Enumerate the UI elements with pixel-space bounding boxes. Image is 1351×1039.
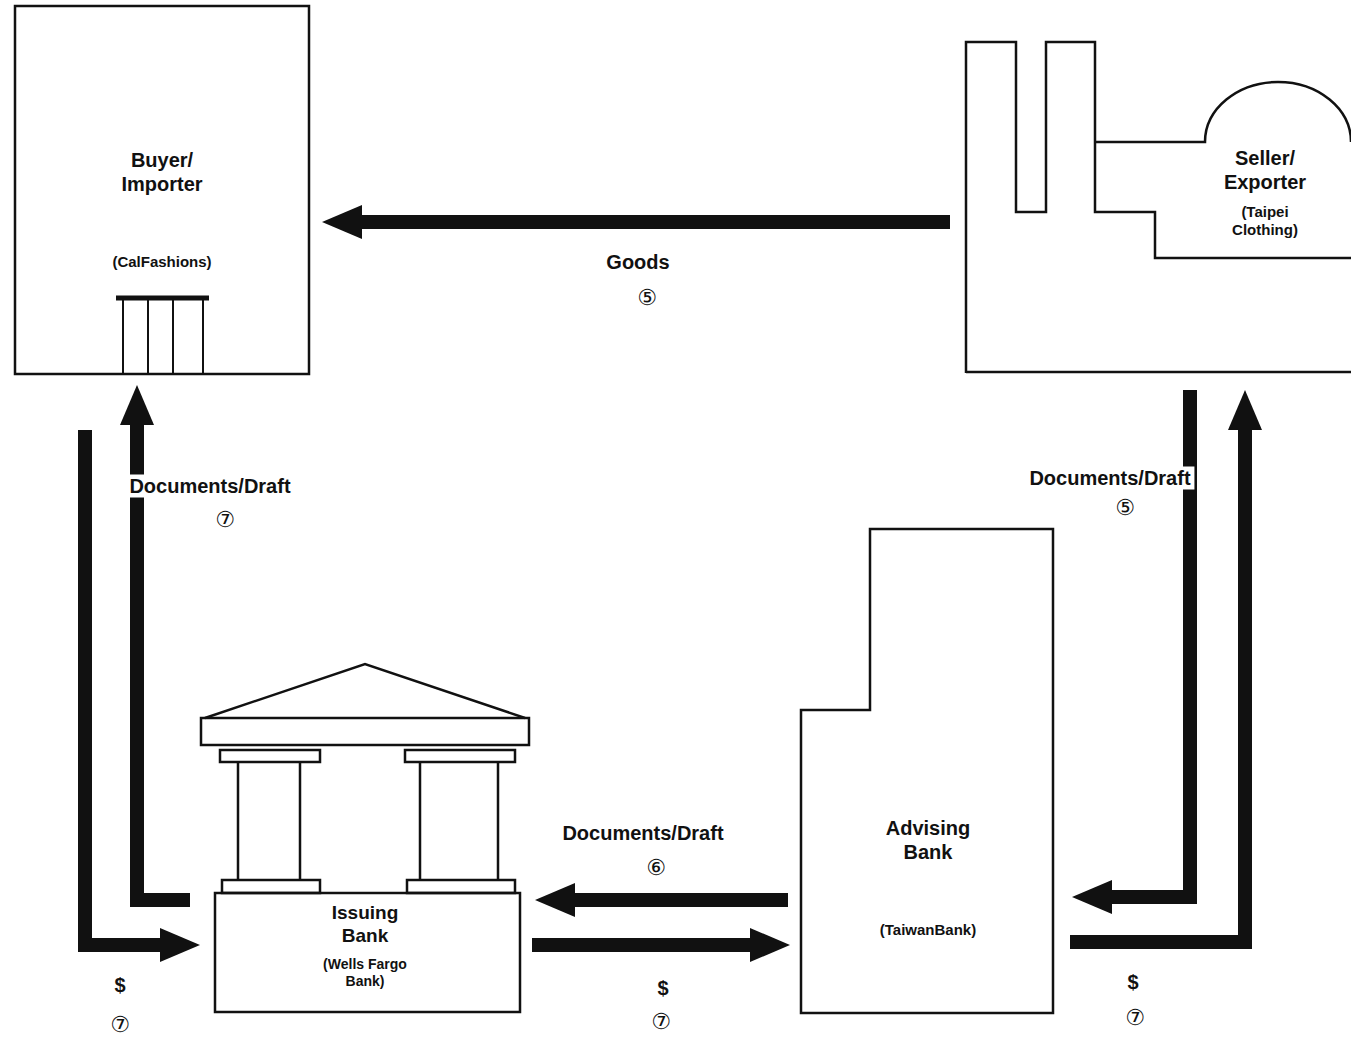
outline-stroke (116, 296, 209, 301)
arrow-head (750, 928, 790, 962)
arrow-shaft (360, 215, 950, 229)
outline-stroke (15, 6, 309, 374)
outline-stroke (966, 371, 1351, 374)
arrow-head (160, 928, 200, 962)
arrow-shaft (1070, 428, 1245, 942)
outline-stroke (801, 529, 1053, 1013)
node-subtitle: (Wells Fargo Bank) (310, 956, 420, 990)
outline-stroke (966, 42, 1351, 373)
outline-stroke (123, 298, 203, 373)
outline-stroke (420, 762, 498, 880)
outline-stroke (220, 750, 320, 762)
outline-stroke (205, 664, 525, 718)
outline-stroke (407, 880, 515, 893)
callout-number: ⑦ (108, 1013, 132, 1037)
outline-stroke (201, 718, 529, 745)
outline-stroke (215, 893, 520, 1012)
node-heading: Seller/ Exporter (1210, 146, 1320, 194)
flow-arrow (535, 883, 788, 917)
node-heading: Advising Bank (873, 816, 983, 864)
arrow-shaft (573, 893, 788, 907)
node-subtitle: (TaiwanBank) (863, 921, 993, 939)
node-subtitle: (CalFashions) (62, 253, 262, 271)
callout-number: ⑦ (1123, 1006, 1147, 1030)
node-heading: Issuing Bank (315, 902, 415, 948)
flow-label: Documents/Draft (558, 822, 727, 845)
arrow-head (120, 385, 154, 425)
advising-bank-building: Advising Bank (TaiwanBank) (800, 528, 1054, 1014)
callout-number: ⑦ (213, 508, 237, 532)
issuing-bank-building: Issuing Bank (Wells Fargo Bank) (200, 662, 530, 1014)
buyer-building: Buyer/ Importer (CalFashions) (14, 5, 310, 375)
flow-label: $ (1123, 971, 1142, 994)
flow-arrow (532, 928, 790, 962)
flow-arrow (322, 205, 950, 239)
arrow-head (322, 205, 362, 239)
node-heading: Buyer/ Importer (102, 148, 222, 196)
node-subtitle: (Taipei Clothing) (1215, 203, 1315, 239)
callout-number: ⑥ (644, 856, 668, 880)
seller-factory: Seller/ Exporter (Taipei Clothing) (965, 40, 1351, 373)
callout-number: ⑤ (635, 286, 659, 310)
arrow-head (1228, 390, 1262, 430)
node-outline (965, 40, 1351, 373)
outline-stroke (1095, 82, 1351, 142)
arrow-head (1072, 880, 1112, 914)
flow-label: $ (653, 977, 672, 1000)
outline-stroke (405, 750, 515, 762)
flow-arrow (120, 385, 190, 900)
flow-label: Documents/Draft (1025, 467, 1194, 490)
node-outline (800, 528, 1054, 1014)
flow-label: Goods (602, 251, 673, 274)
arrow-head (535, 883, 575, 917)
flow-label: $ (110, 974, 129, 997)
flow-arrow (85, 430, 200, 962)
outline-stroke (238, 762, 300, 880)
arrow-shaft (85, 430, 162, 945)
callout-number: ⑤ (1113, 496, 1137, 520)
flow-label: Documents/Draft (125, 475, 294, 498)
arrow-shaft (532, 938, 752, 952)
callout-number: ⑦ (649, 1010, 673, 1034)
outline-stroke (222, 880, 320, 893)
